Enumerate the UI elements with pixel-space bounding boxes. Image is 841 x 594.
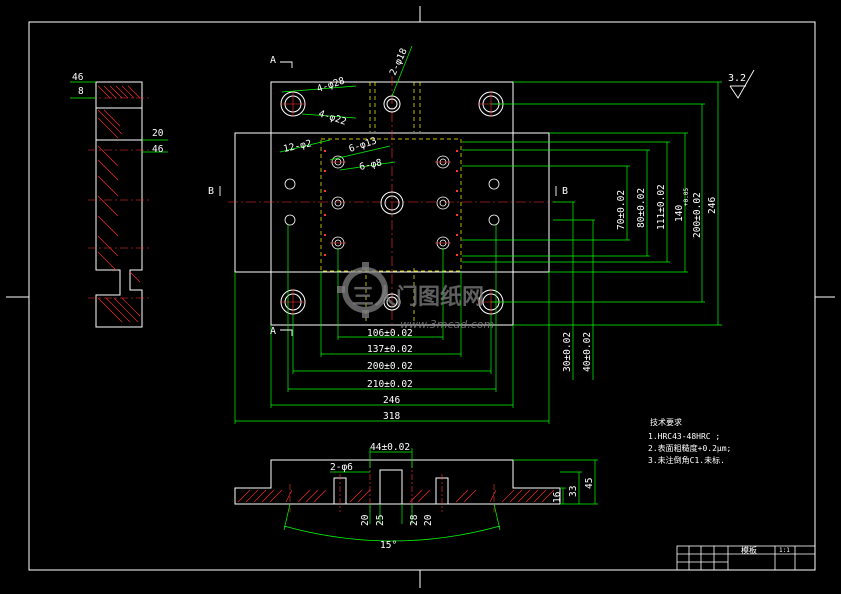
vdim-246: 246 <box>707 197 718 214</box>
section-view: 44±0.02 2-φ6 20 25 28 20 16 33 45 15° <box>234 442 598 551</box>
left-dim-20: 20 <box>152 128 164 139</box>
hdim-106: 106±0.02 <box>367 328 413 339</box>
section-dim-20b: 20 <box>423 514 434 526</box>
left-dim-46b: 46 <box>152 144 164 155</box>
side-dim-40: 40±0.02 <box>582 332 593 372</box>
section-a-bottom: A <box>270 326 276 337</box>
left-dim-8: 8 <box>78 86 84 97</box>
roughness-value: 3.2 <box>728 73 746 84</box>
watermark-brand: 三人门图纸网 <box>352 284 484 310</box>
title-block-scale: 1:1 <box>779 547 790 554</box>
notes-line-3: 3.未注倒角C1.未标. <box>648 455 725 465</box>
hdim-137: 137±0.02 <box>367 344 413 355</box>
section-hole-2-phi6: 2-φ6 <box>330 462 353 473</box>
section-b-left: B <box>208 186 214 197</box>
hdim-246: 246 <box>383 395 400 406</box>
section-b-right: B <box>562 186 568 197</box>
watermark-url: www.3mcad.com <box>400 318 494 331</box>
section-dim-25: 25 <box>375 515 386 526</box>
left-side-view: 46 8 20 46 <box>70 72 168 328</box>
technical-notes: 技术要求 1.HRC43-48HRC ; 2.表面粗糙度+0.2μm; 3.未注… <box>648 417 731 465</box>
vdim-140: 140 <box>674 205 685 222</box>
hdim-200: 200±0.02 <box>367 361 413 372</box>
title-block-name: 模板 <box>741 545 757 555</box>
hdim-318: 318 <box>383 411 400 422</box>
vdim-140-tol: +0.05 <box>683 188 690 206</box>
vdim-70: 70±0.02 <box>616 190 627 230</box>
notes-line-1: 1.HRC43-48HRC ; <box>648 432 720 441</box>
vdim-200: 200±0.02 <box>692 192 703 238</box>
notes-line-2: 2.表面粗糙度+0.2μm; <box>648 443 731 453</box>
callout-4-phi28: 4-φ28 <box>316 75 347 94</box>
roughness-symbol <box>729 69 755 99</box>
section-dim-45: 45 <box>584 478 595 489</box>
drawing-frame <box>6 6 835 588</box>
section-dim-44: 44±0.02 <box>370 442 410 453</box>
title-block <box>676 545 816 571</box>
section-dim-33: 33 <box>568 486 579 497</box>
section-dim-20a: 20 <box>360 514 371 526</box>
hdim-210: 210±0.02 <box>367 379 413 390</box>
callout-2-phi18: 2-φ18 <box>388 46 410 77</box>
callout-6-phi13: 6-φ13 <box>348 136 379 155</box>
section-dim-28: 28 <box>409 514 420 526</box>
callout-12-phi2: 12-φ2 <box>282 138 312 155</box>
section-a-top: A <box>270 55 276 66</box>
callout-6-phi8: 6-φ8 <box>358 157 383 173</box>
callout-4-phi22: 4-φ22 <box>317 108 348 127</box>
side-dim-30: 30±0.02 <box>562 332 573 372</box>
left-dim-46: 46 <box>72 72 84 83</box>
vdim-80: 80±0.02 <box>636 188 647 228</box>
notes-title: 技术要求 <box>650 417 682 427</box>
section-dim-16: 16 <box>552 491 563 503</box>
watermark: 三人门图纸网 www.3mcad.com <box>337 262 494 331</box>
main-plan-view: 4-φ28 4-φ22 2-φ18 12-φ2 6-φ13 6-φ8 <box>208 45 755 424</box>
section-angle-15: 15° <box>380 540 397 551</box>
vdim-111: 111±0.02 <box>656 184 667 230</box>
